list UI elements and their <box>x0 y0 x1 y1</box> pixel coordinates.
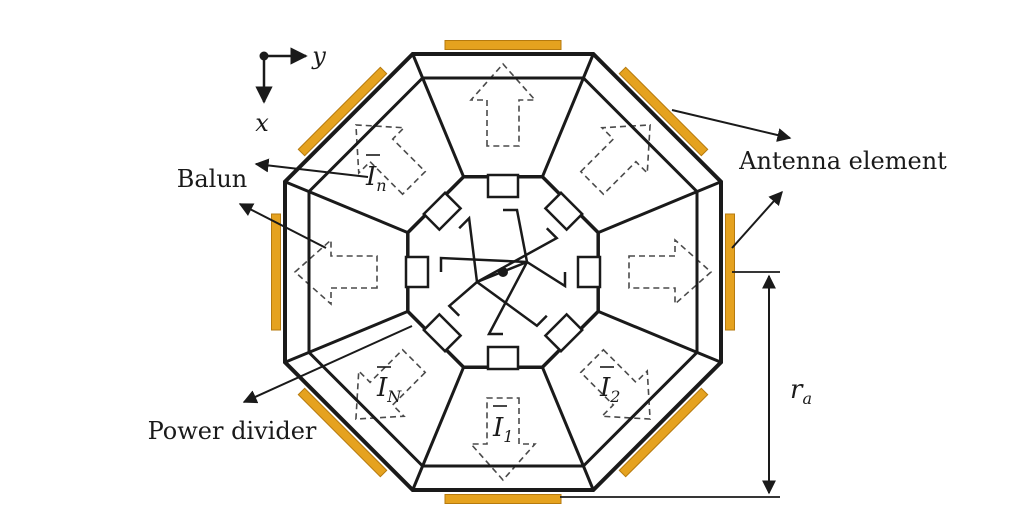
antenna-element <box>618 387 709 478</box>
current-label-N: IN <box>376 366 402 406</box>
current-symbol: I <box>599 373 611 403</box>
current-n-text: In <box>365 162 387 195</box>
divider-branch <box>439 256 528 272</box>
sector-divider <box>308 190 409 234</box>
radius-label: ra <box>790 375 812 408</box>
current-subscript: n <box>376 176 386 195</box>
divider-branch <box>503 208 529 263</box>
corner-link <box>582 465 595 491</box>
current-arrow <box>355 348 427 420</box>
divider-branch <box>476 227 559 284</box>
divider-branch <box>447 281 478 317</box>
corner-link <box>411 53 424 79</box>
current-label-n: In <box>365 154 387 195</box>
divider-branch <box>486 261 529 336</box>
current-label-1: I1 <box>492 405 513 446</box>
dashed-arrow-outline <box>579 348 651 420</box>
radius-subscript: a <box>802 389 812 408</box>
annotations <box>238 109 792 498</box>
current-symbol: I <box>492 413 504 443</box>
antenna-element <box>297 66 388 157</box>
sector-divider <box>308 310 409 354</box>
current-arrow <box>469 397 537 482</box>
current-subscript: 1 <box>503 427 513 446</box>
sector-divider <box>541 77 585 178</box>
current-arrow <box>579 124 651 196</box>
dashed-arrow-outline <box>355 124 427 196</box>
power-divider-label: Power divider <box>148 417 317 445</box>
current-arrow <box>293 238 378 306</box>
power-divider-pointer <box>242 325 413 404</box>
antenna-pointer-2 <box>731 190 783 249</box>
divider-output-pad <box>422 191 463 232</box>
coordinate-axes: y x <box>255 42 326 137</box>
antenna-element-label: Antenna element <box>738 147 947 175</box>
antenna-element <box>297 387 388 478</box>
antenna-element <box>271 213 281 331</box>
current-label-2: I2 <box>599 366 620 406</box>
divider-output-pad <box>486 173 520 199</box>
balun-label: Balun <box>177 165 248 193</box>
divider-output-pad <box>422 312 463 353</box>
divider-output-pad <box>543 312 584 353</box>
dashed-current-arrows <box>293 62 713 482</box>
antenna-pointer-1 <box>671 109 792 142</box>
corner-link <box>411 465 424 491</box>
divider-output-pad <box>576 255 602 289</box>
sector-divider <box>597 190 698 234</box>
sector-divider <box>421 366 465 467</box>
radius-symbol: r <box>790 375 804 405</box>
dashed-arrow-outline <box>293 238 378 306</box>
current-symbol: I <box>376 373 388 403</box>
sector-divider <box>597 310 698 354</box>
current-N-text: IN <box>376 373 402 406</box>
dashed-arrow-outline <box>628 238 713 306</box>
divider-branch <box>458 215 479 283</box>
corner-link <box>284 351 310 364</box>
corner-link <box>284 180 310 193</box>
antenna-elements <box>271 40 735 504</box>
current-symbol: I <box>365 162 377 192</box>
corner-link <box>696 351 722 364</box>
current-arrow <box>579 348 651 420</box>
current-arrow <box>469 62 537 147</box>
current-subscript: 2 <box>609 387 620 406</box>
dashed-arrow-outline <box>469 397 537 482</box>
divider-output-pad <box>543 191 584 232</box>
divider-output-pad <box>404 255 430 289</box>
divider-branch <box>476 280 548 328</box>
balun-pointer-2 <box>238 203 327 249</box>
dashed-arrow-outline <box>355 348 427 420</box>
antenna-element <box>444 40 562 50</box>
power-divider-network <box>404 173 602 371</box>
x-axis-label: x <box>255 109 269 137</box>
sector-divider <box>421 77 465 178</box>
y-axis-label: y <box>311 42 326 70</box>
current-1-text: I1 <box>492 413 513 446</box>
corner-link <box>696 180 722 193</box>
antenna-element <box>444 494 562 504</box>
sector-divider <box>541 366 585 467</box>
divider-output-pad <box>486 345 520 371</box>
antenna-element <box>618 66 709 157</box>
current-2-text: I2 <box>599 373 620 406</box>
divider-branch <box>526 260 567 289</box>
current-arrow <box>628 238 713 306</box>
current-subscript: N <box>386 387 402 406</box>
current-arrow <box>355 124 427 196</box>
corner-link <box>582 53 595 79</box>
dashed-arrow-outline <box>469 62 537 147</box>
balun-pointer-1 <box>254 158 369 178</box>
dashed-arrow-outline <box>579 124 651 196</box>
